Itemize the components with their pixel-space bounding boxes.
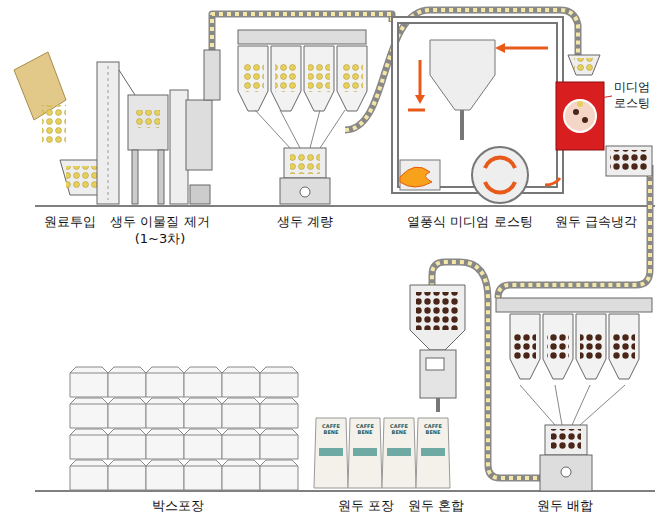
coffee-bag bbox=[314, 418, 348, 488]
stage-label: 원두 배합 bbox=[537, 498, 593, 515]
bag-group bbox=[314, 418, 450, 488]
bag-band bbox=[353, 448, 377, 456]
stage-label: 원두 포장 bbox=[338, 498, 394, 515]
bag-brand: CAFFE BENE bbox=[388, 424, 410, 435]
box bbox=[70, 367, 108, 397]
box bbox=[184, 367, 222, 397]
box bbox=[184, 460, 222, 490]
silo-fill bbox=[275, 64, 297, 92]
silo bbox=[576, 314, 606, 379]
stage-label: 박스포장 bbox=[152, 498, 204, 515]
box bbox=[70, 398, 108, 428]
silo-fill bbox=[547, 332, 569, 360]
box bbox=[222, 398, 260, 428]
box bbox=[108, 429, 146, 459]
silo-fill bbox=[580, 332, 602, 360]
box bbox=[222, 367, 260, 397]
stage-label: 생두 이물질 제거 (1~3차) bbox=[100, 214, 220, 248]
box bbox=[146, 367, 184, 397]
box bbox=[184, 429, 222, 459]
box bbox=[184, 398, 222, 428]
box bbox=[70, 429, 108, 459]
silo-fill bbox=[242, 64, 264, 92]
silo bbox=[337, 46, 367, 111]
silo-row bbox=[238, 46, 367, 111]
silo-row bbox=[510, 314, 639, 379]
box bbox=[260, 460, 298, 490]
box bbox=[146, 398, 184, 428]
box bbox=[222, 460, 260, 490]
bag-brand: CAFFE BENE bbox=[354, 424, 376, 435]
silo-fill bbox=[308, 64, 330, 92]
box bbox=[108, 367, 146, 397]
silo bbox=[238, 46, 268, 111]
silo-fill bbox=[514, 332, 536, 360]
callout-label: 미디엄 로스팅 bbox=[614, 80, 664, 111]
box bbox=[222, 429, 260, 459]
box bbox=[146, 460, 184, 490]
silo bbox=[271, 46, 301, 111]
coffee-bag bbox=[348, 418, 382, 488]
silo bbox=[304, 46, 334, 111]
box bbox=[70, 460, 108, 490]
silo bbox=[510, 314, 540, 379]
bag-band bbox=[421, 448, 445, 456]
stage-label: 열풍식 미디엄 로스팅 bbox=[407, 214, 532, 231]
stage-label: 원료투입 bbox=[44, 214, 96, 231]
bag-band bbox=[387, 448, 411, 456]
stage-label: 원두 급속냉각 bbox=[555, 214, 637, 231]
bag-brand: CAFFE BENE bbox=[422, 424, 444, 435]
coffee-bag bbox=[382, 418, 416, 488]
box bbox=[108, 460, 146, 490]
box bbox=[260, 429, 298, 459]
stage-label: 원두 혼합 bbox=[408, 498, 464, 515]
box bbox=[108, 398, 146, 428]
silo bbox=[609, 314, 639, 379]
box bbox=[260, 367, 298, 397]
box-stack bbox=[70, 367, 298, 490]
stage-label: 생두 계량 bbox=[277, 214, 333, 231]
silo-fill bbox=[613, 332, 635, 360]
bag-band bbox=[319, 448, 343, 456]
silo-fill bbox=[341, 64, 363, 92]
bag-brand: CAFFE BENE bbox=[320, 424, 342, 435]
silo bbox=[543, 314, 573, 379]
box bbox=[260, 398, 298, 428]
box bbox=[146, 429, 184, 459]
coffee-bag bbox=[416, 418, 450, 488]
